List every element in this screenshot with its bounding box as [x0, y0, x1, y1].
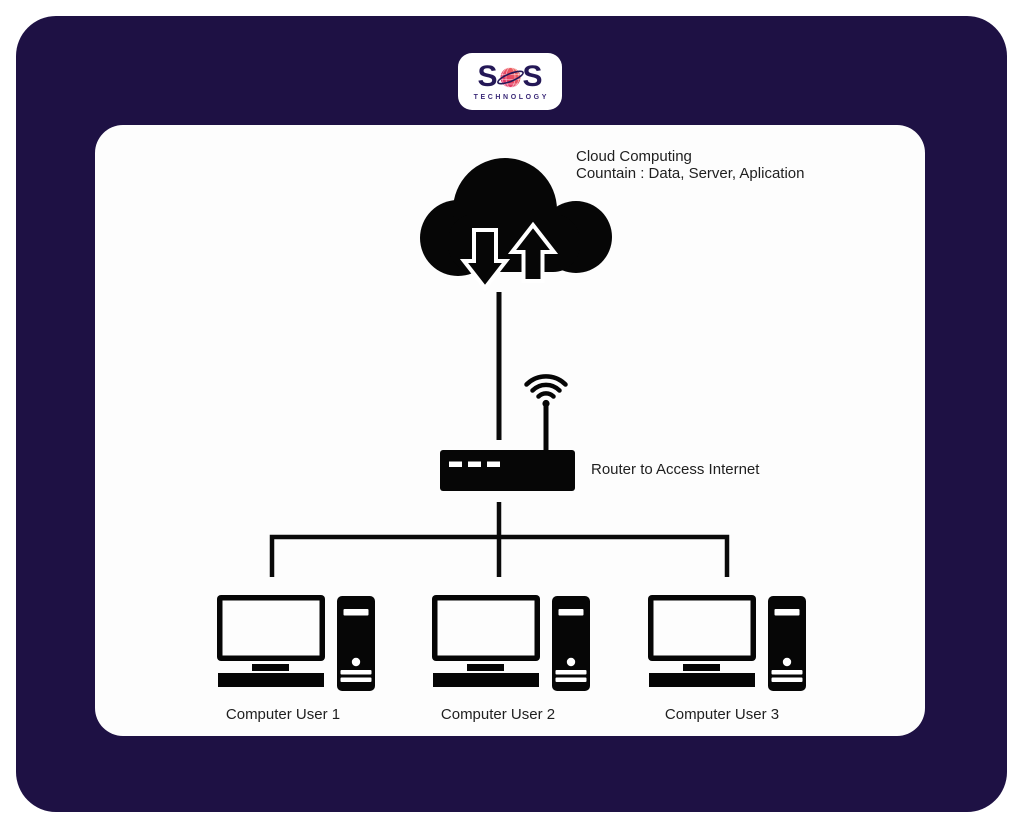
computer-label: Computer User 2 — [440, 706, 556, 723]
logo-letter-s-right: S — [522, 60, 543, 93]
cloud-label: Cloud Computing Countain : Data, Server,… — [576, 148, 804, 182]
bus-line — [269, 534, 730, 577]
orbit-ring-icon — [496, 70, 524, 84]
wifi-icon — [524, 374, 568, 408]
upload-arrow-icon — [507, 221, 559, 283]
globe-icon — [496, 64, 524, 91]
cloud-label-line2: Countain : Data, Server, Aplication — [576, 165, 805, 182]
logo-wordmark: S — [477, 62, 542, 92]
computer-label: Computer User 1 — [225, 706, 341, 723]
cloud-label-line1: Cloud Computing — [576, 148, 692, 165]
computer-icon — [217, 595, 375, 691]
download-arrow-icon — [459, 228, 511, 292]
logo-letter-s-left: S — [477, 60, 498, 93]
computer-label: Computer User 3 — [664, 706, 780, 723]
logo-subtitle: TECHNOLOGY — [473, 94, 549, 101]
computer-icon — [432, 595, 590, 691]
router-label: Router to Access Internet — [591, 461, 760, 478]
router-icon — [440, 406, 575, 491]
logo-badge: S — [458, 53, 562, 110]
computer-icon — [648, 595, 806, 691]
connector-lines — [269, 502, 730, 577]
